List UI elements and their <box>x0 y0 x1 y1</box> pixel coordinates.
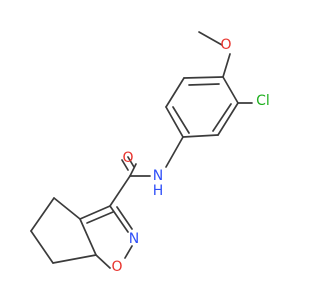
bond <box>129 163 137 177</box>
bond <box>127 156 135 168</box>
bond <box>212 103 232 132</box>
bond <box>217 102 239 136</box>
bond <box>172 106 190 134</box>
isoxazole-nitrogen-label: N <box>129 231 139 247</box>
bond <box>95 254 111 269</box>
bond <box>188 83 220 86</box>
isoxazole-oxygen-label: O <box>111 259 122 275</box>
bond <box>222 53 231 78</box>
carbonyl-oxygen-label: O <box>122 150 133 166</box>
bond <box>30 230 54 264</box>
amide-hydrogen-label: H <box>153 183 164 199</box>
bond <box>79 218 97 256</box>
bond <box>121 159 129 171</box>
molecule-diagram: O Cl O N H N O <box>30 31 270 275</box>
bond <box>109 175 131 207</box>
bond <box>116 206 133 230</box>
bond <box>52 254 97 264</box>
bond <box>124 245 133 259</box>
atom-labels: O Cl O N H N O <box>111 37 269 275</box>
bond <box>165 136 184 168</box>
bond <box>30 197 55 232</box>
bond <box>53 197 81 220</box>
bond <box>182 134 219 138</box>
bond <box>165 106 184 138</box>
bond <box>198 31 223 46</box>
amide-nitrogen-label: N <box>153 168 163 184</box>
bond <box>183 76 224 79</box>
bond <box>165 77 185 108</box>
bond <box>86 211 114 224</box>
bond <box>79 205 111 220</box>
bond <box>109 205 129 233</box>
chlorine-label: Cl <box>256 93 270 109</box>
methoxy-oxygen-label: O <box>220 37 231 53</box>
bond <box>222 76 239 104</box>
bond-lines <box>30 31 253 269</box>
